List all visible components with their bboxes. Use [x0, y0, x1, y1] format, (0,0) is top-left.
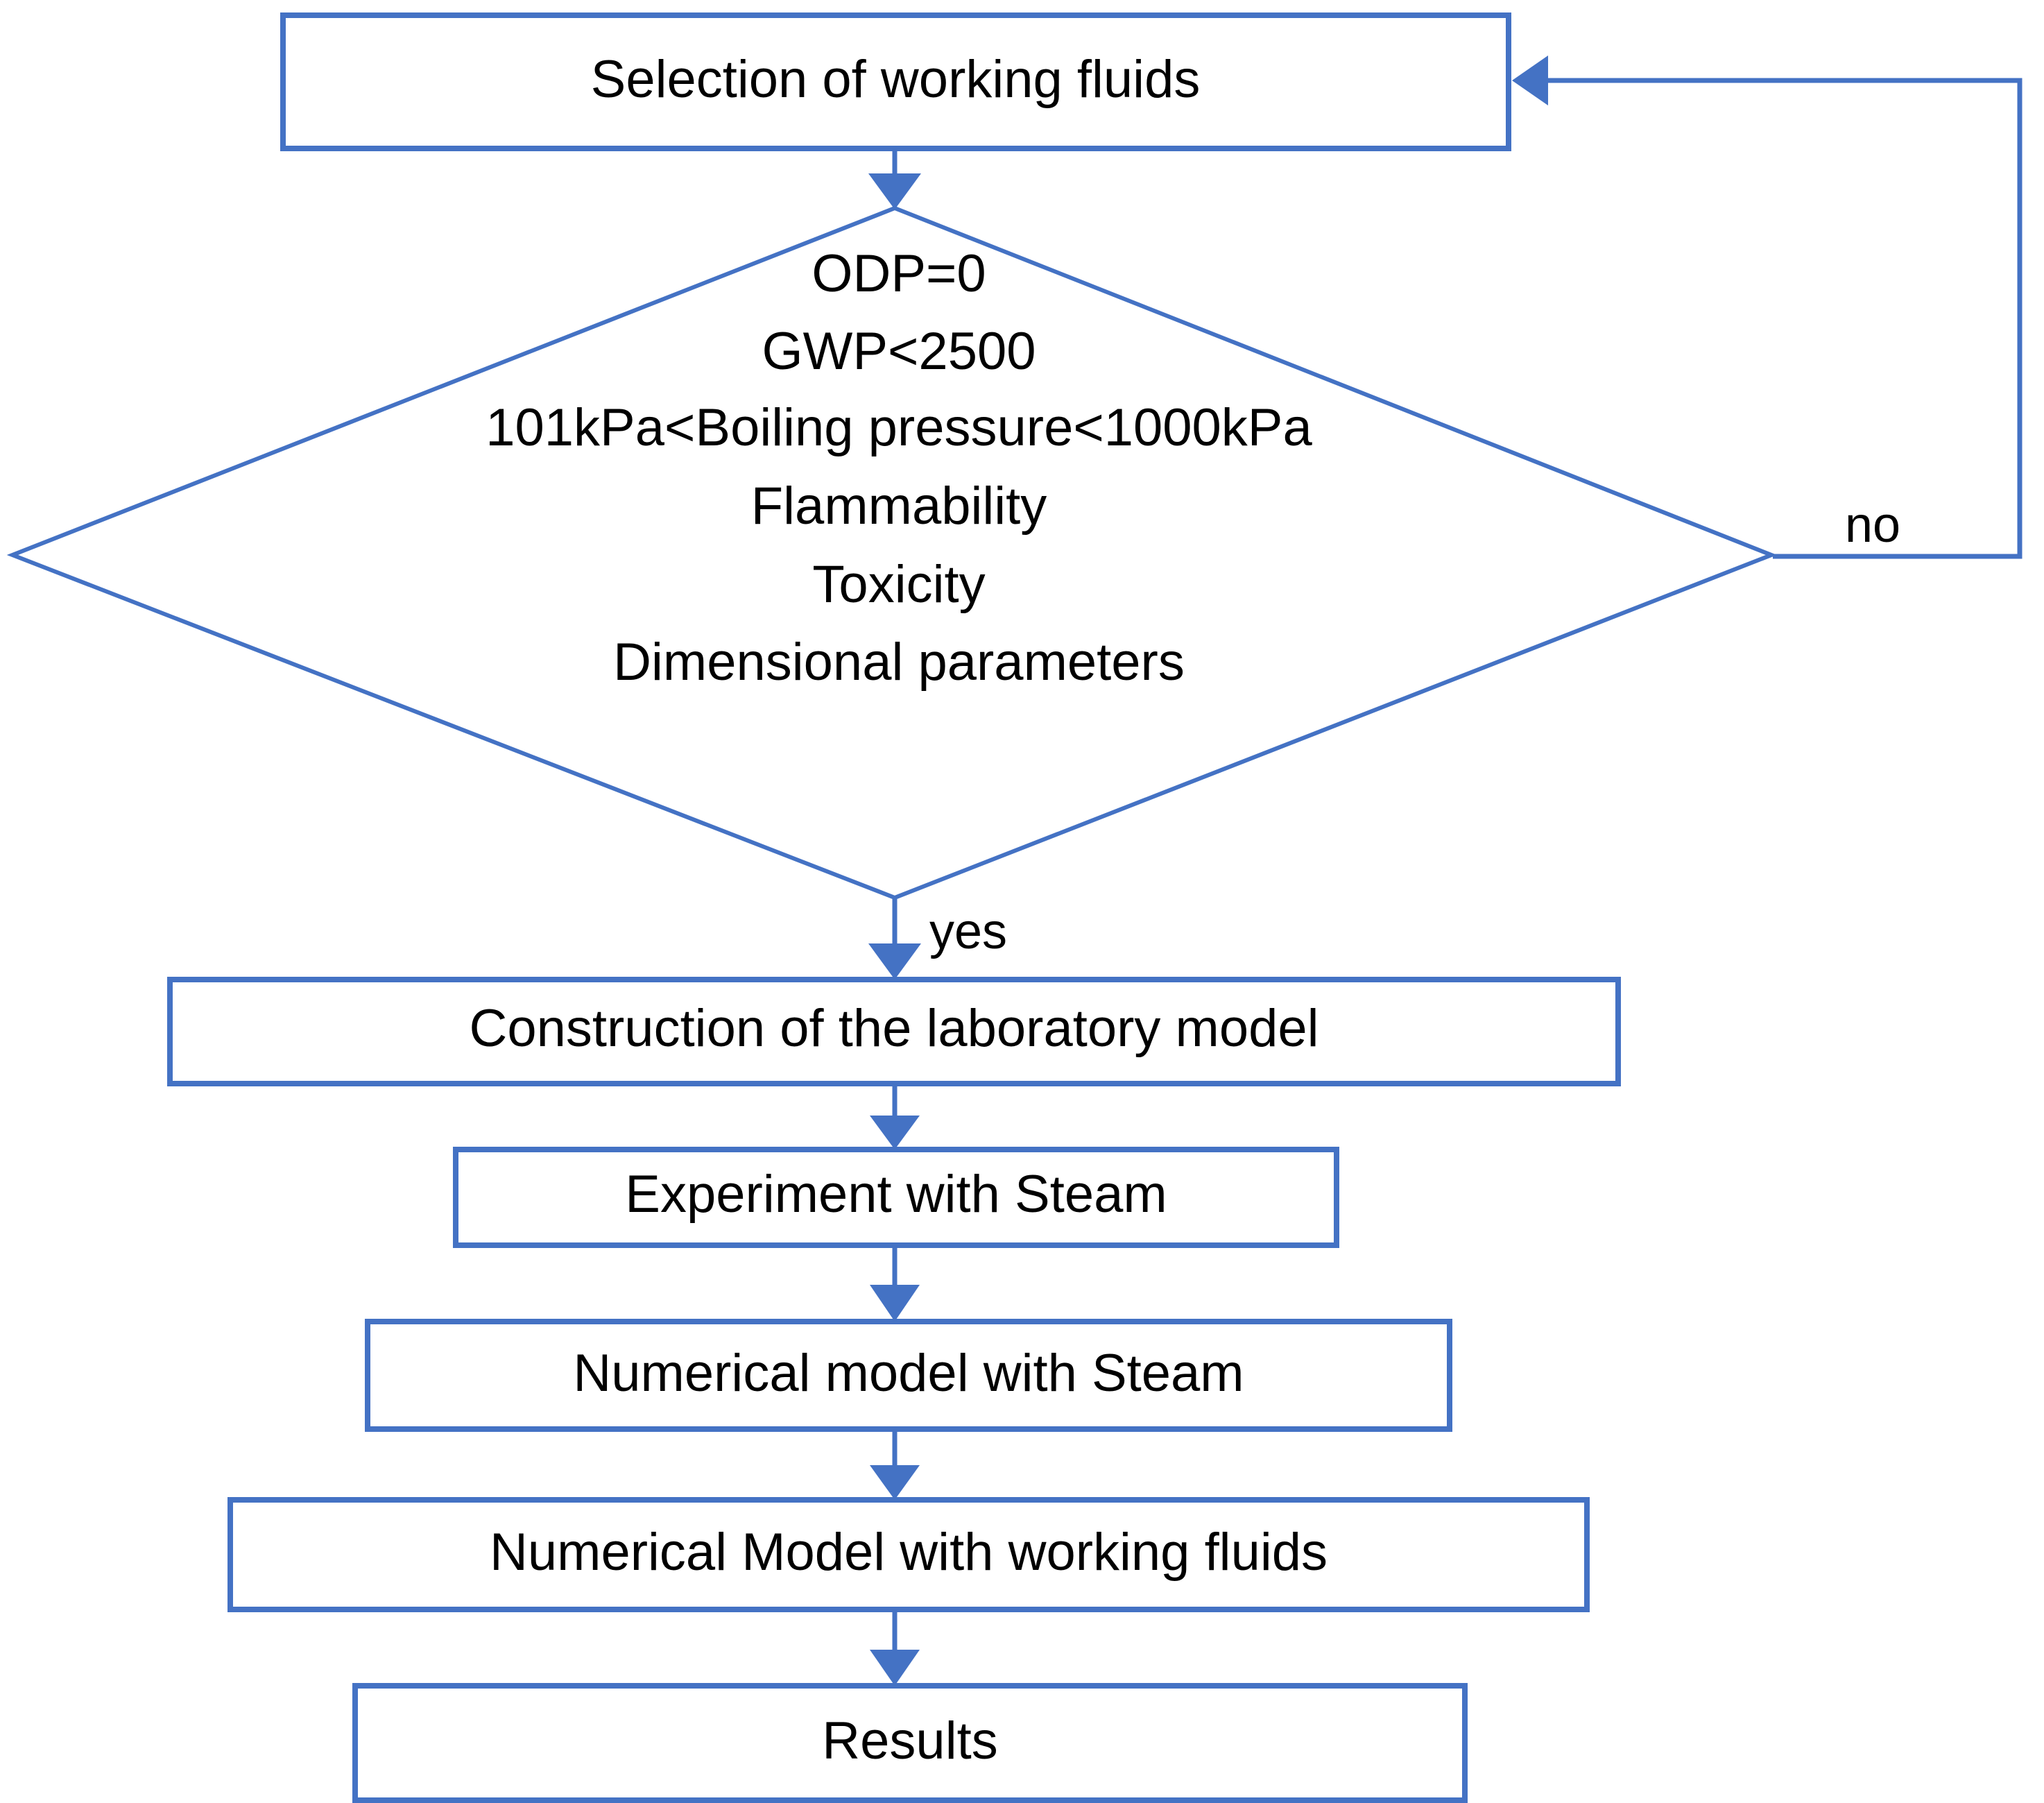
node-label-selection: Selection of working fluids	[591, 50, 1201, 109]
connector-numerical-steam-to-fluids	[870, 1429, 920, 1500]
node-label-numerical-fluids: Numerical Model with working fluids	[490, 1523, 1328, 1582]
diamond-line-boiling-pressure: 101kPa<Boiling pressure<1000kPa	[486, 398, 1312, 457]
node-label-numerical-steam: Numerical model with Steam	[573, 1344, 1244, 1403]
edge-label-no: no	[1845, 497, 1900, 553]
node-label-results: Results	[822, 1711, 997, 1770]
connector-experiment-to-numerical-steam	[870, 1245, 920, 1322]
connector-criteria-to-construction	[868, 898, 921, 980]
connector-numerical-fluids-to-results	[870, 1609, 920, 1686]
diamond-line-odp: ODP=0	[811, 244, 986, 303]
node-label-experiment: Experiment with Steam	[625, 1165, 1167, 1224]
node-construction-of-laboratory-model[interactable]: Construction of the laboratory model	[167, 977, 1621, 1086]
node-results[interactable]: Results	[352, 1683, 1468, 1803]
diamond-line-gwp: GWP<2500	[762, 322, 1036, 381]
diamond-line-flammability: Flammability	[751, 477, 1047, 536]
node-criteria-decision[interactable]: ODP=0 GWP<2500 101kPa<Boiling pressure<1…	[6, 205, 1778, 900]
diamond-line-dimensional-parameters: Dimensional parameters	[613, 633, 1185, 692]
edge-label-yes: yes	[929, 904, 1007, 959]
node-numerical-model-with-steam[interactable]: Numerical model with Steam	[365, 1319, 1452, 1432]
node-selection-of-working-fluids[interactable]: Selection of working fluids	[280, 12, 1511, 151]
connector-construction-to-experiment	[870, 1084, 920, 1150]
node-numerical-model-with-working-fluids[interactable]: Numerical Model with working fluids	[227, 1497, 1590, 1612]
node-label-construction: Construction of the laboratory model	[469, 999, 1319, 1058]
diamond-line-toxicity: Toxicity	[812, 555, 985, 614]
connector-selection-to-criteria	[868, 148, 921, 210]
connector-criteria-no-loop	[1512, 55, 2022, 559]
node-experiment-with-steam[interactable]: Experiment with Steam	[453, 1147, 1339, 1248]
